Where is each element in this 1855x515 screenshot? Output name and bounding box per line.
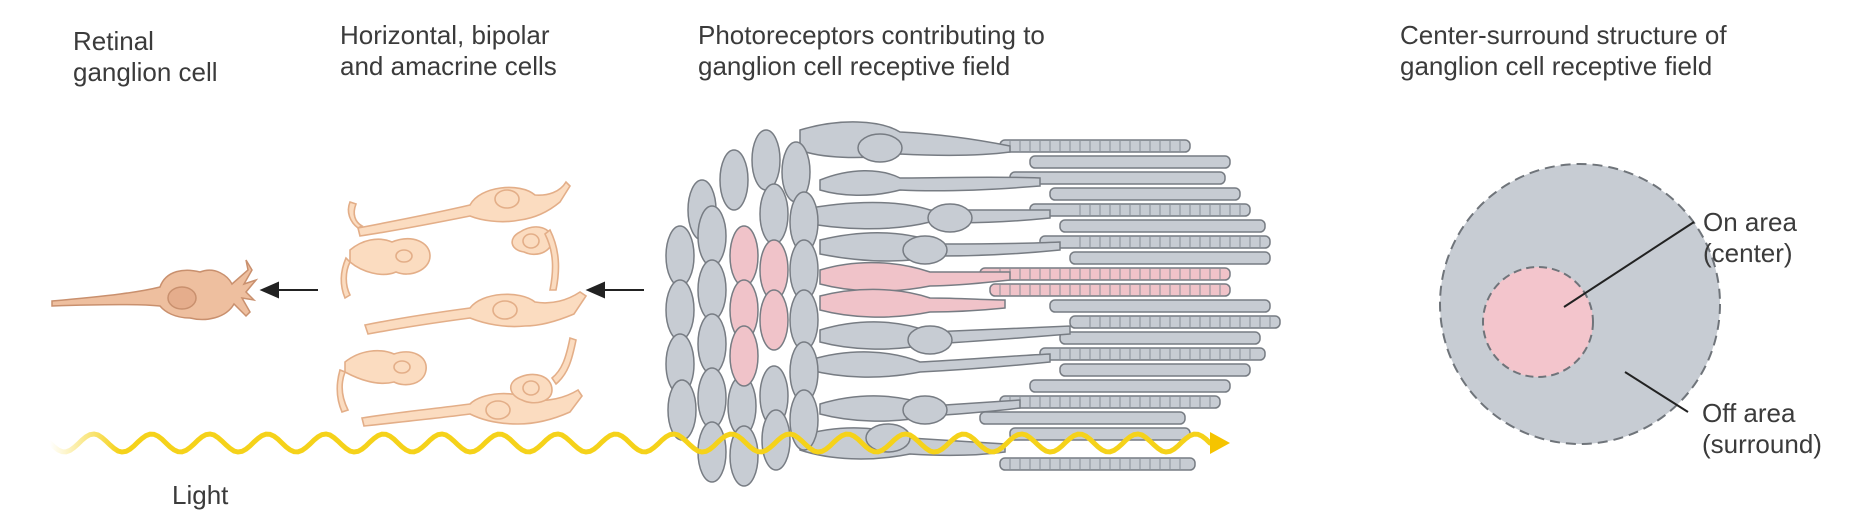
ganglion-cell bbox=[51, 259, 259, 321]
receptive-field bbox=[1439, 163, 1721, 445]
inner-segments bbox=[799, 121, 1071, 460]
interneuron-cells bbox=[336, 180, 588, 427]
light-label: Light bbox=[172, 480, 229, 510]
ganglion-cell-label: Retinal ganglion cell bbox=[73, 26, 218, 87]
photoreceptor-array bbox=[665, 121, 1281, 487]
terminal-ellipses bbox=[665, 129, 819, 487]
photoreceptors-label: Photoreceptors contributing to ganglion … bbox=[698, 20, 1045, 81]
highlighted-inner-segments bbox=[819, 261, 1011, 318]
signal-arrow-left bbox=[259, 281, 318, 299]
on-area-center bbox=[1482, 266, 1594, 378]
light-arrowhead bbox=[1210, 432, 1230, 454]
on-area-leader bbox=[1563, 221, 1695, 308]
signal-arrow-right bbox=[585, 281, 644, 299]
highlighted-outer-segments bbox=[979, 267, 1231, 297]
highlighted-terminals bbox=[729, 225, 789, 387]
disc-stripes bbox=[999, 140, 1271, 470]
interneurons-label: Horizontal, bipolar and amacrine cells bbox=[340, 20, 557, 81]
off-area-label: Off area (surround) bbox=[1702, 398, 1822, 459]
on-area-label: On area (center) bbox=[1703, 207, 1797, 268]
outer-segments bbox=[979, 139, 1281, 471]
light-wave bbox=[47, 431, 1230, 455]
off-area-leader bbox=[1624, 371, 1689, 413]
center-surround-label: Center-surround structure of ganglion ce… bbox=[1400, 20, 1727, 81]
